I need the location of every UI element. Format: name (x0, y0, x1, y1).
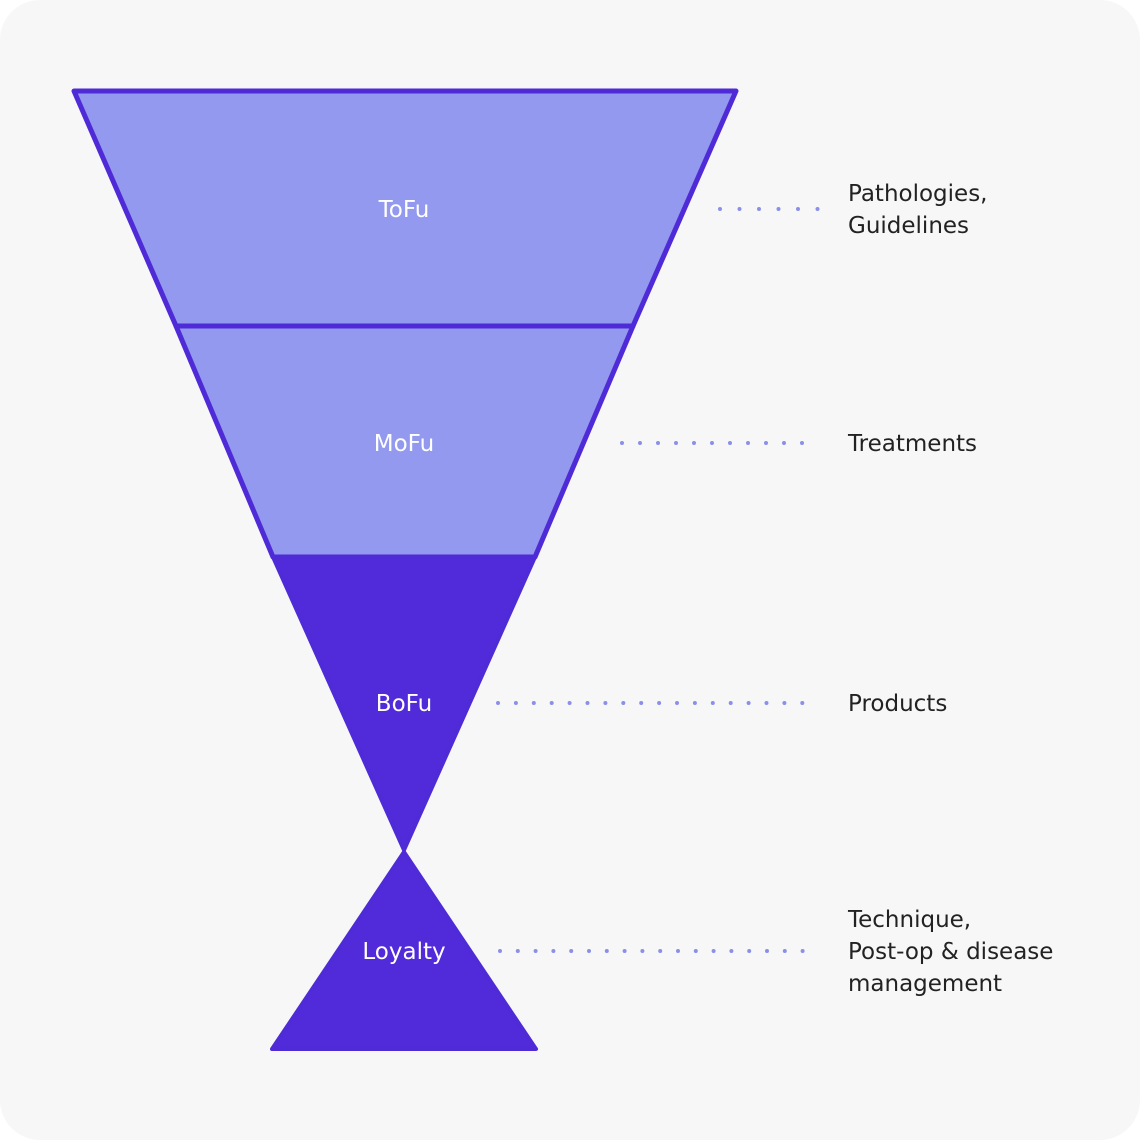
loyalty-segment (270, 850, 538, 1051)
mofu-description: Treatments (848, 431, 978, 457)
tofu-label: ToFu (378, 197, 430, 223)
bofu-label: BoFu (375, 691, 433, 717)
bofu-description: Products (848, 691, 948, 717)
tofu-description: Pathologies, Guidelines (848, 181, 988, 239)
loyalty-label: Loyalty (362, 939, 446, 965)
bofu-segment (271, 555, 537, 852)
loyalty-description: Technique, Post-op & disease management (848, 907, 1054, 997)
mofu-label: MoFu (373, 431, 435, 457)
